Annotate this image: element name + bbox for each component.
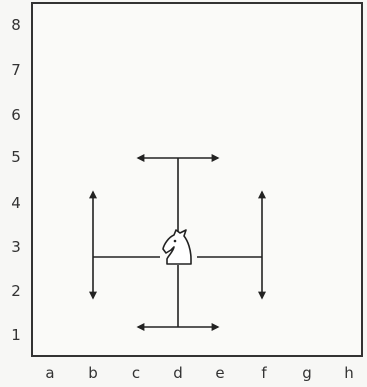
move-path-up <box>136 154 220 235</box>
move-path-left <box>89 190 160 300</box>
rank-label-8: 8 <box>11 16 21 34</box>
rank-label-6: 6 <box>11 106 21 124</box>
move-path-right <box>197 190 266 300</box>
file-label-g: g <box>302 364 312 382</box>
rank-label-2: 2 <box>11 282 21 300</box>
file-label-f: f <box>261 364 267 382</box>
rank-label-1: 1 <box>11 326 21 344</box>
file-label-e: e <box>215 364 225 382</box>
move-path-down <box>136 265 220 331</box>
file-label-d: d <box>173 364 183 382</box>
rank-label-5: 5 <box>11 148 21 166</box>
file-label-c: c <box>131 364 141 382</box>
file-label-a: a <box>45 364 55 382</box>
white-knight-icon <box>162 229 192 265</box>
rank-label-3: 3 <box>11 238 21 256</box>
chessboard <box>31 2 363 357</box>
file-label-b: b <box>88 364 98 382</box>
rank-label-7: 7 <box>11 61 21 79</box>
file-label-h: h <box>344 364 354 382</box>
rank-label-4: 4 <box>11 194 21 212</box>
